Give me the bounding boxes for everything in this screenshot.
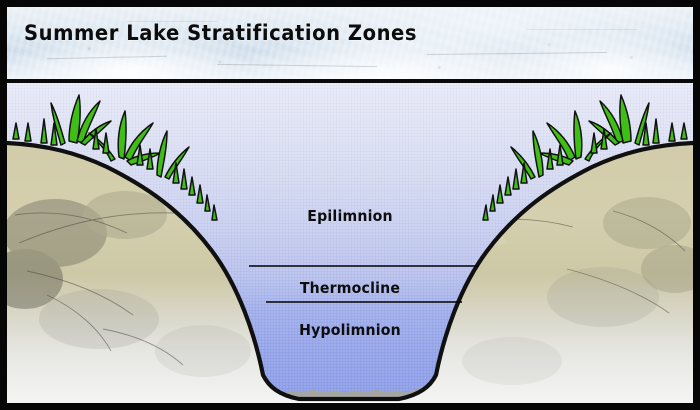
sky-streak [527, 29, 637, 30]
lake-geometry-layer [7, 83, 693, 403]
zone-label-thermocline: Thermocline [299, 279, 401, 297]
header-grain-texture [7, 7, 693, 79]
shoreline-left-bank [7, 145, 299, 403]
bottom-border-rule [7, 403, 693, 410]
cloud-texture [7, 7, 693, 79]
vegetation-left [12, 94, 218, 221]
shoreline-right-bank [399, 145, 693, 403]
lake-cross-section-scene: Epilimnion Thermocline Hypolimnion [7, 83, 693, 403]
lake-basin-outline [7, 140, 693, 402]
soil-grunge-marks [7, 191, 693, 385]
page-title: Summer Lake Stratification Zones [24, 21, 418, 45]
vegetation-right [482, 94, 688, 221]
header-divider-rule [7, 79, 693, 83]
zone-label-epilimnion: Epilimnion [307, 207, 393, 225]
header-sky-banner: Summer Lake Stratification Zones [7, 7, 693, 79]
zone-label-hypolimnion: Hypolimnion [299, 321, 401, 339]
sky-streak [127, 21, 217, 22]
lake-sediment [265, 379, 435, 400]
